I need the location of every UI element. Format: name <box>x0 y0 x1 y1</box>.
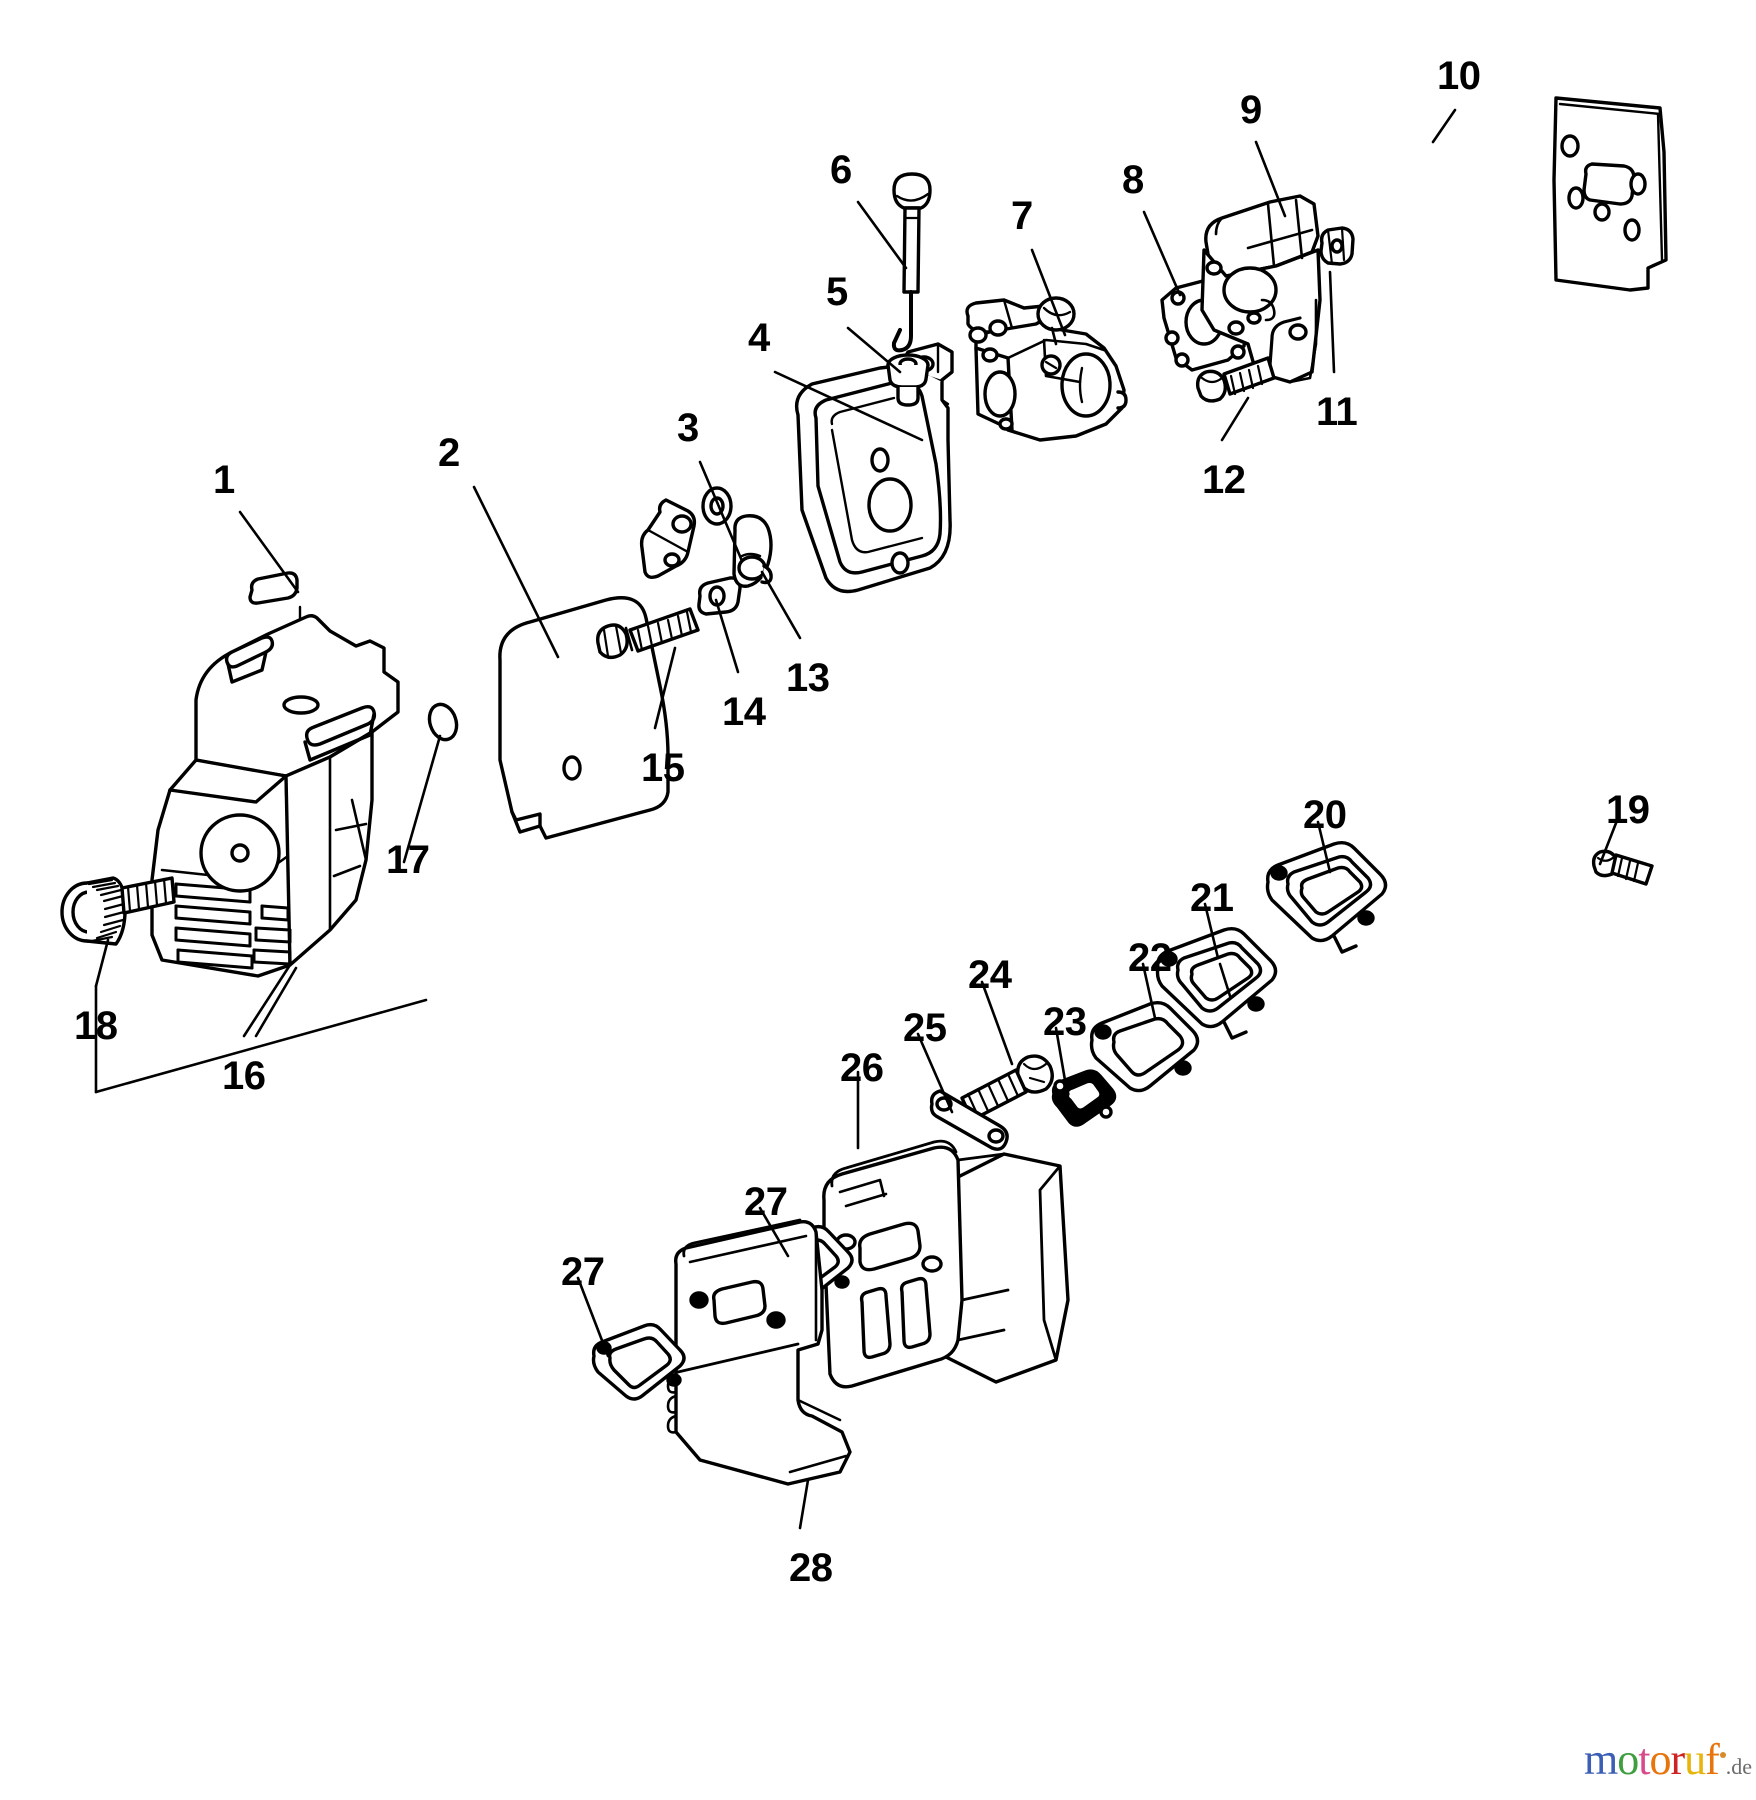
watermark-letter: m <box>1584 1735 1618 1784</box>
callout-number-16: 16 <box>222 1054 266 1098</box>
callout-number-27: 27 <box>744 1180 788 1224</box>
leader-line-9 <box>1254 140 1287 218</box>
callout-number-2: 2 <box>438 431 460 475</box>
callout-number-14: 14 <box>722 690 766 734</box>
part-11-nut <box>1319 226 1355 266</box>
callout-number-24: 24 <box>968 953 1012 997</box>
part-19-screw <box>1591 849 1654 886</box>
part-26-muffler <box>822 1139 1070 1389</box>
callout-number-25: 25 <box>903 1006 947 1050</box>
callout-number-11: 11 <box>1316 390 1358 434</box>
callout-number-5: 5 <box>826 270 848 314</box>
leader-line-21 <box>1203 902 1220 960</box>
watermark-dot <box>1719 1752 1726 1759</box>
part-7-carburetor <box>965 296 1128 442</box>
part-20-muffler-plate <box>1265 840 1388 954</box>
leader-line-13 <box>760 570 802 640</box>
leader-line-28 <box>798 1478 810 1530</box>
part-22-exhaust-gasket <box>1089 1000 1200 1093</box>
leader-line-14 <box>714 598 740 674</box>
part-18-knob-screw <box>60 876 176 946</box>
part-21-heat-shield <box>1155 926 1278 1040</box>
watermark-letter: r <box>1670 1735 1685 1784</box>
leader-line-extra-2 <box>254 966 298 1038</box>
part-23-spacer <box>1051 1069 1117 1127</box>
callout-number-23: 23 <box>1043 1000 1087 1044</box>
callout-number-18: 18 <box>74 1004 118 1048</box>
watermark-letter: o <box>1617 1735 1639 1784</box>
leader-line-1 <box>238 510 300 594</box>
part-12-bracket <box>639 498 697 580</box>
callout-number-22: 22 <box>1128 936 1172 980</box>
leader-line-19 <box>1598 816 1620 866</box>
leader-line-5 <box>846 326 902 374</box>
callout-number-3: 3 <box>677 406 699 450</box>
part-2-air-filter-element <box>498 596 670 840</box>
callout-number-12: 12 <box>1202 458 1246 502</box>
leader-line-10 <box>1431 108 1457 144</box>
part-1-plug <box>248 571 299 605</box>
leader-line-23 <box>1054 1026 1068 1088</box>
part-3-washer <box>701 486 733 526</box>
part-4-air-filter-housing <box>794 342 954 594</box>
leader-line-8 <box>1142 210 1182 297</box>
part-17-o-ring <box>427 702 459 742</box>
callout-number-6: 6 <box>830 148 852 192</box>
callout-number-7: 7 <box>1011 194 1033 238</box>
leader-line-6 <box>856 200 908 270</box>
watermark-letter: u <box>1684 1735 1706 1784</box>
leader-line-27 <box>758 1206 790 1258</box>
part-12-screw <box>1195 316 1302 403</box>
leader-line-22 <box>1141 962 1157 1020</box>
watermark-suffix: .de <box>1725 1754 1753 1779</box>
part-28-heat-deflector <box>666 1218 852 1486</box>
callout-number-9: 9 <box>1240 88 1262 132</box>
part-9-intake-manifold <box>1200 194 1322 384</box>
callout-number-8: 8 <box>1122 158 1144 202</box>
callout-number-26: 26 <box>840 1046 884 1090</box>
leader-line-2 <box>472 485 560 659</box>
callout-number-13: 13 <box>786 656 830 700</box>
leader-line-3 <box>698 460 744 563</box>
callout-number-4: 4 <box>748 316 770 360</box>
leader-line-24 <box>980 980 1014 1066</box>
callout-number-19: 19 <box>1606 788 1650 832</box>
callout-number-17: 17 <box>386 838 430 882</box>
part-10-mounting-plate <box>1552 96 1668 292</box>
callout-number-20: 20 <box>1303 793 1347 837</box>
callout-number-15: 15 <box>641 746 685 790</box>
watermark-letter: o <box>1649 1735 1671 1784</box>
leader-line-27b <box>576 1276 610 1358</box>
leader-line-11 <box>1328 270 1336 374</box>
leader-line-12 <box>1220 396 1250 442</box>
leader-line-16 <box>242 963 292 1038</box>
leader-line-extra-0 <box>94 998 428 1094</box>
leader-line-15 <box>653 646 677 730</box>
leader-line-17 <box>402 734 442 864</box>
part-15-screw <box>596 607 700 660</box>
callout-number-28: 28 <box>789 1546 833 1590</box>
callout-number-10: 10 <box>1437 54 1481 98</box>
watermark-letter: t <box>1638 1735 1650 1784</box>
part-6-choke-rod <box>891 172 932 353</box>
leader-line-7 <box>1030 248 1067 337</box>
leader-line-4 <box>773 370 924 442</box>
leader-line-25 <box>916 1032 954 1114</box>
part-16-air-filter-cover <box>150 614 400 978</box>
callout-number-21: 21 <box>1190 876 1234 920</box>
callout-number-27b: 27 <box>561 1250 605 1294</box>
watermark-letter: f <box>1705 1735 1720 1784</box>
motoruf-watermark: motoruf.de <box>1584 1738 1752 1789</box>
part-27-gasket-lower <box>591 1322 686 1401</box>
leader-line-18 <box>94 938 110 988</box>
leader-line-20 <box>1316 820 1332 874</box>
callout-number-1: 1 <box>213 458 235 502</box>
